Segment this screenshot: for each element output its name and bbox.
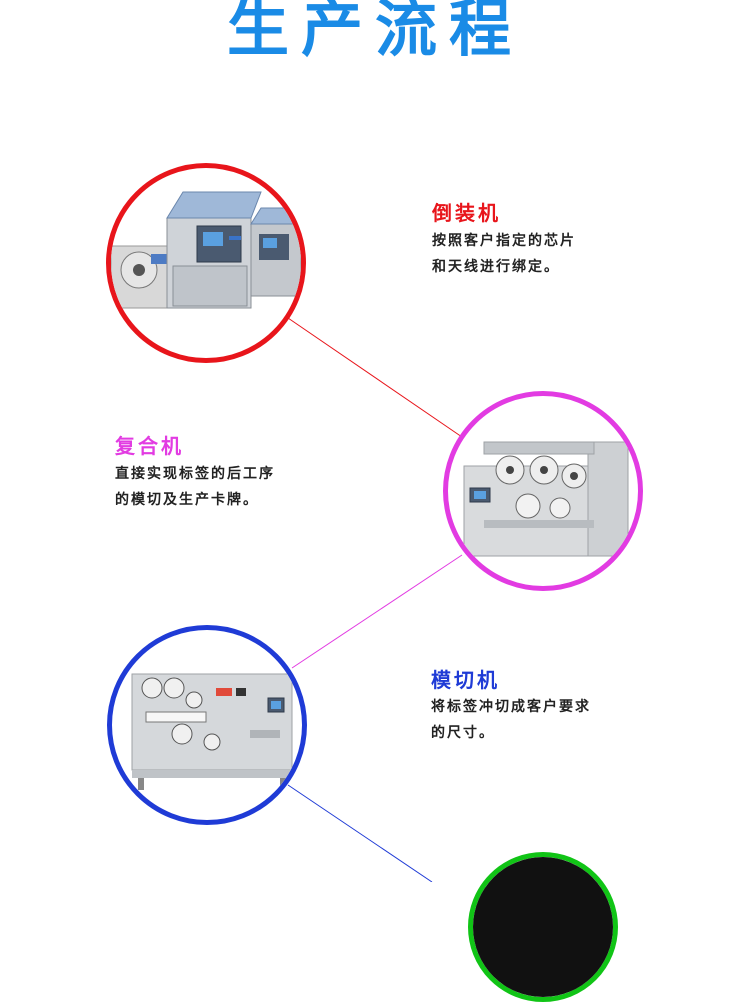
step-description-die-cutter: 将标签冲切成客户要求 的尺寸。: [431, 694, 591, 746]
step-description-line: 将标签冲切成客户要求: [431, 699, 591, 715]
step-title-flip-chip: 倒装机: [432, 201, 501, 225]
step-description-line: 的模切及生产卡牌。: [115, 492, 259, 508]
step-image-circle-laminator: [443, 391, 643, 591]
connector-blue: [287, 784, 433, 882]
page-title: 生产流程: [226, 0, 523, 65]
next-step-image: [473, 857, 613, 997]
step-description-line: 直接实现标签的后工序: [115, 466, 275, 482]
connector-magenta: [291, 554, 463, 669]
laminating-machine-image: [463, 441, 629, 570]
connector-lines: [287, 317, 463, 882]
flip-chip-machine-image: [111, 191, 301, 309]
step-image-circle-next: [468, 852, 618, 1002]
connector-red: [287, 317, 463, 438]
step-description-flip-chip: 按照客户指定的芯片 和天线进行绑定。: [432, 228, 576, 280]
step-title-laminator: 复合机: [115, 434, 184, 458]
step-title-die-cutter: 模切机: [431, 668, 500, 692]
die-cutting-machine-image: [131, 673, 293, 790]
step-description-laminator: 直接实现标签的后工序 的模切及生产卡牌。: [115, 461, 275, 513]
step-image-circle-flip-chip: [106, 163, 306, 363]
step-description-line: 的尺寸。: [431, 725, 495, 741]
step-description-line: 和天线进行绑定。: [432, 259, 560, 275]
step-image-circle-die-cutter: [107, 625, 307, 825]
step-description-line: 按照客户指定的芯片: [432, 233, 576, 249]
